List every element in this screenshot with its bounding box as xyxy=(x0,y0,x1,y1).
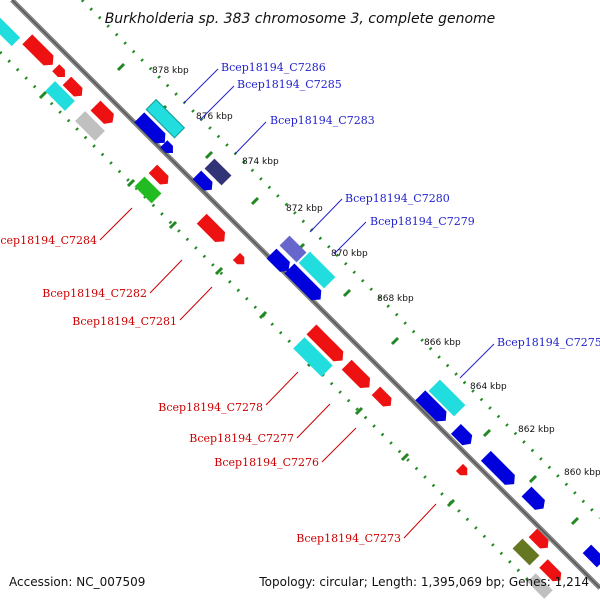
gene-blue-874 xyxy=(192,170,213,191)
gene-blue-861 xyxy=(480,450,515,485)
accession-text: Accession: NC_007509 xyxy=(9,575,145,589)
gene-cyan-left xyxy=(45,81,75,111)
gene-label: Bcep18194_C7284 xyxy=(0,234,97,247)
gene-red-C7276b xyxy=(371,386,392,407)
tick-label: 868 kbp xyxy=(377,294,414,304)
gene-blue-872 xyxy=(266,248,290,272)
gene-label: Bcep18194_C7286 xyxy=(221,61,326,74)
gene-label: Bcep18194_C7276 xyxy=(214,456,319,469)
gene-labels-blue: Bcep18194_C7286 Bcep18194_C7285 Bcep1819… xyxy=(221,61,600,349)
gene-red-left xyxy=(90,100,114,124)
gene-red-small1 xyxy=(52,64,65,77)
gene-label: Bcep18194_C7275 xyxy=(497,336,600,349)
gene-features xyxy=(0,17,600,599)
tick-label: 874 kbp xyxy=(242,157,279,167)
gene-cyan-top xyxy=(0,17,21,47)
gene-label: Bcep18194_C7279 xyxy=(370,215,475,228)
gene-label: Bcep18194_C7281 xyxy=(72,315,177,328)
gene-C7286 xyxy=(145,98,186,139)
tick-label: 866 kbp xyxy=(424,338,461,348)
gene-red-C7284-top xyxy=(148,164,169,185)
gene-C7285 xyxy=(134,112,166,144)
gene-label: Bcep18194_C7283 xyxy=(270,114,375,127)
topology-text: Topology: circular; Length: 1,395,069 bp… xyxy=(258,575,589,589)
gene-label: Bcep18194_C7282 xyxy=(42,287,147,300)
gene-blue-edge xyxy=(582,544,600,568)
gene-C7278 xyxy=(293,337,333,377)
gene-small-blue xyxy=(160,140,173,153)
gene-C7275 xyxy=(428,379,466,417)
gene-red-small2 xyxy=(62,76,83,97)
gene-gray-bottom xyxy=(527,573,553,599)
tick-label: 870 kbp xyxy=(331,249,368,259)
tick-label: 876 kbp xyxy=(196,112,233,122)
gene-C7284 xyxy=(134,176,162,204)
gene-C7281 xyxy=(232,252,245,265)
map-title: Burkholderia sp. 383 chromosome 3, compl… xyxy=(105,11,496,27)
tick-dashes xyxy=(116,62,580,526)
tick-label: 872 kbp xyxy=(286,204,323,214)
gene-label: Bcep18194_C7273 xyxy=(296,532,401,545)
gene-gray xyxy=(75,111,105,141)
gene-C7282 xyxy=(196,213,226,243)
gene-red-bottom2 xyxy=(539,559,562,582)
leader-lines-blue xyxy=(183,68,495,379)
gene-blue-860 xyxy=(521,486,545,510)
leader-lines-red xyxy=(99,207,437,539)
gene-C7273 xyxy=(455,463,468,476)
gene-C7283 xyxy=(204,158,232,186)
tick-label: 862 kbp xyxy=(518,425,555,435)
gene-labels-red: Bcep18194_C7284 Bcep18194_C7282 Bcep1819… xyxy=(0,234,401,545)
gene-blue-863 xyxy=(450,423,473,446)
gene-C7276 xyxy=(341,359,371,389)
gene-olive-bottom xyxy=(512,538,540,566)
gene-red-top xyxy=(22,34,54,66)
gene-C7277 xyxy=(306,324,344,362)
gene-label: Bcep18194_C7280 xyxy=(345,192,450,205)
gene-label: Bcep18194_C7285 xyxy=(237,78,342,91)
gene-blue-870 xyxy=(284,263,322,301)
tick-labels: 878 kbp 876 kbp 874 kbp 872 kbp 870 kbp … xyxy=(152,66,600,478)
tick-label: 878 kbp xyxy=(152,66,189,76)
tick-label: 864 kbp xyxy=(470,382,507,392)
tick-label: 860 kbp xyxy=(564,468,600,478)
gene-label: Bcep18194_C7277 xyxy=(189,432,294,445)
gene-C7279 xyxy=(298,251,336,289)
gene-red-bottom xyxy=(528,528,549,549)
gene-C7280 xyxy=(279,235,307,263)
gene-blue-864 xyxy=(415,390,447,422)
gene-label: Bcep18194_C7278 xyxy=(158,401,263,414)
